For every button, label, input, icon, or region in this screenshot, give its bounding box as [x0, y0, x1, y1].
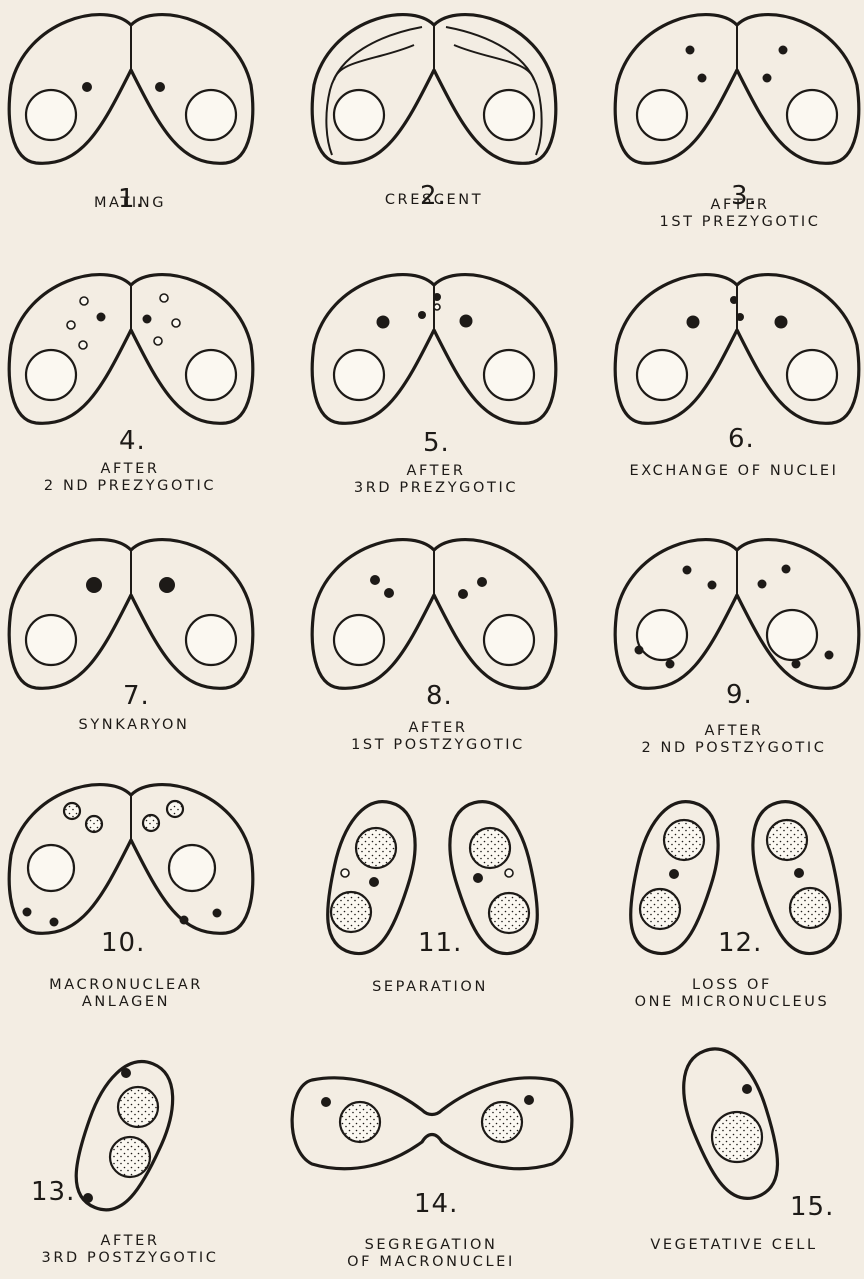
stage-3-after-1st-prezygotic-pair [615, 15, 858, 164]
caption-line: VEGETATIVE CELL [604, 1237, 864, 1254]
stage-caption-8: AFTER 1ST POSTZYGOTIC [308, 720, 568, 754]
stage-14-segregation-of-macronuclei-cell [292, 1078, 572, 1169]
stage-caption-6: EXCHANGE OF NUCLEI [604, 463, 864, 480]
caption-line: 1ST POSTZYGOTIC [308, 737, 568, 754]
stage-9-after-2nd-postzygotic-pair [615, 540, 858, 689]
caption-line: AFTER [0, 1233, 260, 1250]
stage-10-macronuclear-anlagen-pair [9, 785, 252, 934]
caption-line: AFTER [604, 723, 864, 740]
macronucleus-right [186, 90, 236, 140]
stage-number-5: 5. [423, 428, 450, 458]
caption-line: SEPARATION [300, 979, 560, 996]
stage-caption-7: SYNKARYON [4, 717, 264, 734]
stage-4-after-2nd-prezygotic-pair [9, 275, 252, 424]
stage-number-7: 7. [123, 681, 150, 711]
stage-7-synkaryon-pair [9, 540, 252, 689]
caption-line: 3RD PREZYGOTIC [306, 480, 566, 497]
stage-caption-10: MACRONUCLEAR ANLAGEN [0, 977, 256, 1011]
caption-line: 3RD POSTZYGOTIC [0, 1250, 260, 1267]
caption-line: AFTER [308, 720, 568, 737]
caption-line: 1ST PREZYGOTIC [610, 214, 864, 231]
stage-caption-12: LOSS OF ONE MICRONUCLEUS [602, 977, 862, 1011]
caption-line: MACRONUCLEAR [0, 977, 256, 994]
caption-line: ANLAGEN [0, 994, 256, 1011]
caption-line: SEGREGATION [301, 1237, 561, 1254]
caption-line: MATING [0, 195, 260, 212]
stage-caption-5: AFTER 3RD PREZYGOTIC [306, 463, 566, 497]
caption-line: AFTER [610, 197, 864, 214]
stage-caption-14: SEGREGATION OF MACRONUCLEI [301, 1237, 561, 1271]
stage-number-14: 14. [414, 1189, 458, 1219]
macronucleus-left [26, 90, 76, 140]
stage-caption-4: AFTER 2 ND PREZYGOTIC [0, 461, 260, 495]
stage-caption-11: SEPARATION [300, 979, 560, 996]
stage-8-after-1st-postzygotic-pair [312, 540, 555, 689]
caption-line: 2 ND PREZYGOTIC [0, 478, 260, 495]
caption-line: SYNKARYON [4, 717, 264, 734]
stage-number-15: 15. [790, 1192, 834, 1222]
stage-5-after-3rd-prezygotic-pair [312, 275, 555, 424]
stage-number-4: 4. [119, 426, 146, 456]
caption-line: AFTER [306, 463, 566, 480]
stage-caption-15: VEGETATIVE CELL [604, 1237, 864, 1254]
caption-line: EXCHANGE OF NUCLEI [604, 463, 864, 480]
stage-13-after-3rd-postzygotic-cell [59, 1050, 188, 1222]
stage-number-8: 8. [426, 681, 453, 711]
caption-line: OF MACRONUCLEI [301, 1254, 561, 1271]
stage-2-crescent-pair [312, 15, 555, 164]
stage-1-mating-pair [9, 15, 252, 164]
stage-number-11: 11. [418, 928, 462, 958]
stage-number-12: 12. [718, 928, 762, 958]
caption-line: LOSS OF [602, 977, 862, 994]
stage-number-6: 6. [728, 424, 755, 454]
stage-6-exchange-of-nuclei-pair [615, 275, 858, 424]
caption-line: 2 ND POSTZYGOTIC [604, 740, 864, 757]
stage-caption-1: MATING [0, 195, 260, 212]
stage-number-10: 10. [101, 928, 145, 958]
stage-number-13: 13. [31, 1177, 75, 1207]
caption-line: AFTER [0, 461, 260, 478]
stage-caption-3: AFTER 1ST PREZYGOTIC [610, 197, 864, 231]
stage-15-vegetative-cell [669, 1038, 794, 1210]
caption-line: ONE MICRONUCLEUS [602, 994, 862, 1011]
stage-caption-2: CRESCENT [304, 192, 564, 209]
stage-number-9: 9. [726, 680, 753, 710]
stage-caption-9: AFTER 2 ND POSTZYGOTIC [604, 723, 864, 757]
stage-caption-13: AFTER 3RD POSTZYGOTIC [0, 1233, 260, 1267]
caption-line: CRESCENT [304, 192, 564, 209]
